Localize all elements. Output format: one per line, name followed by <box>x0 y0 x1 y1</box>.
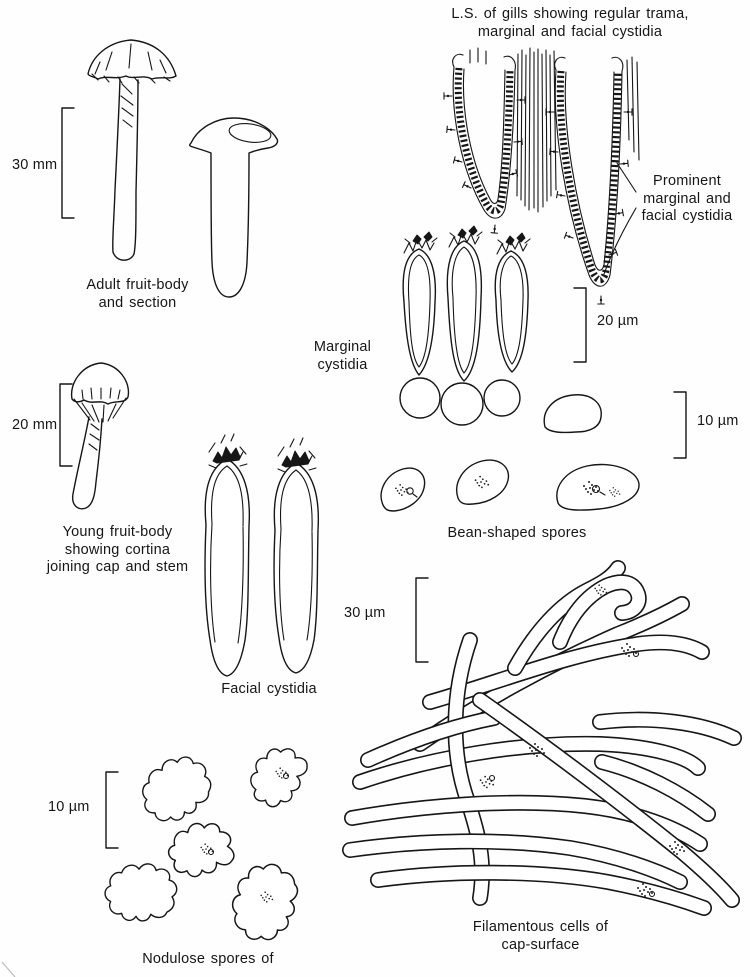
scale-bar-10um-right <box>673 391 687 459</box>
marginal-cystidia-drawing <box>399 225 531 426</box>
scale-bar-30um <box>415 577 429 663</box>
young-caption: Young fruit-body showing cortina joining… <box>46 524 189 575</box>
adult-caption: Adult fruit-body and section <box>86 277 189 311</box>
facial-caption: Facial cystidia <box>221 681 317 697</box>
scale-bar-30mm <box>61 107 75 219</box>
prominent-cystidia-pointer-lines <box>603 162 637 275</box>
filamentous-caption: Filamentous cells of cap-surface <box>472 919 609 953</box>
nodulose-caption: Nodulose spores of Inocybe asterospora <box>108 933 308 977</box>
bean-spores-drawing <box>380 459 640 512</box>
scale-label-30mm: 30 mm <box>12 157 58 173</box>
scale-bar-20um <box>573 287 587 363</box>
scale-label-30um: 30 µm <box>344 605 386 621</box>
nodulose-caption-text: Nodulose spores of <box>142 950 274 967</box>
nodulose-spores-drawing <box>93 739 318 952</box>
scale-label-20um: 20 µm <box>597 313 639 329</box>
bean-caption: Bean-shaped spores <box>447 525 587 541</box>
adult-fruit-body-drawing <box>87 39 177 261</box>
scale-bar-10um-left <box>105 771 119 849</box>
prominent-caption: Prominent marginal and facial cystidia <box>641 173 733 224</box>
gills-title: L.S. of gills showing regular trama, mar… <box>451 6 689 40</box>
facial-cystidia-drawing <box>204 433 320 677</box>
scale-bar-20mm <box>59 383 73 467</box>
gill-section-drawing <box>443 47 640 305</box>
scale-label-10um-left: 10 µm <box>48 799 90 815</box>
marginal-caption: Marginal cystidia <box>313 339 372 373</box>
smooth-spore-drawing <box>543 394 602 434</box>
filamentous-cells-drawing <box>342 560 742 916</box>
fruit-body-section-drawing <box>189 117 279 298</box>
young-fruit-body-drawing <box>70 362 130 510</box>
scale-label-20mm: 20 mm <box>12 417 58 433</box>
scale-label-10um-right: 10 µm <box>697 413 739 429</box>
scan-artifact <box>1 961 16 977</box>
